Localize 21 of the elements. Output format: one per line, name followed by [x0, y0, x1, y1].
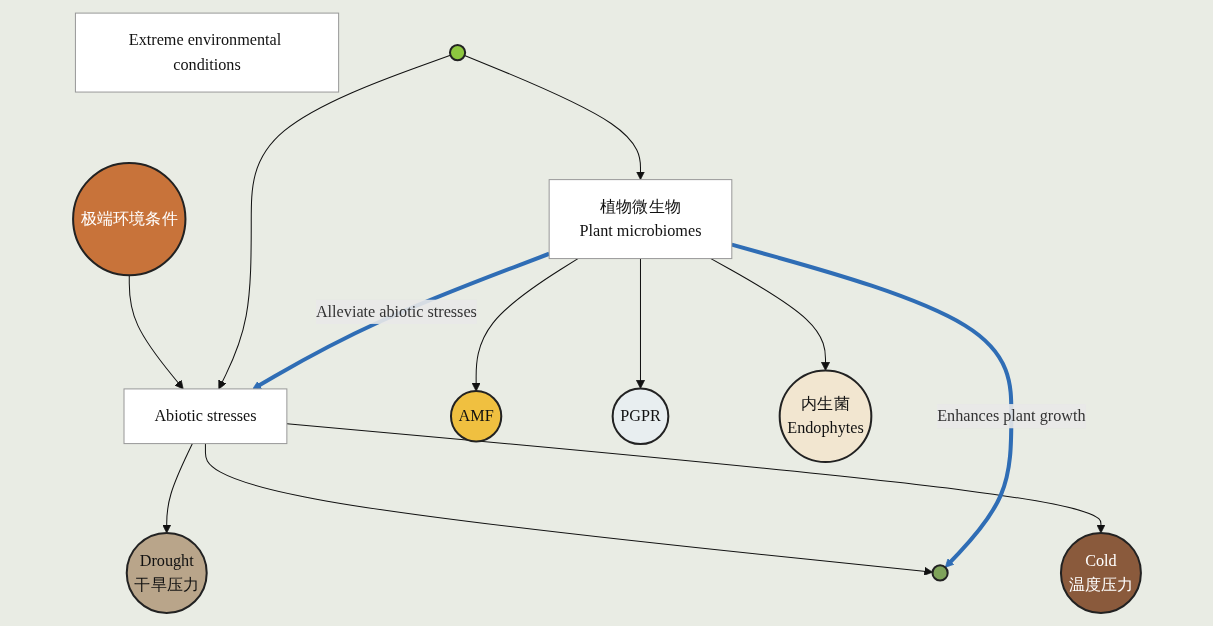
- node-circle: 极端环境条件: [71, 161, 186, 277]
- node-circle: Drought 干旱压力: [125, 531, 208, 614]
- arrow: [204, 443, 933, 576]
- arrow: [251, 251, 550, 390]
- edge-label: Enhances plant growth: [936, 407, 1086, 425]
- node-box: Extreme environmental conditions: [74, 12, 339, 93]
- arrow: [471, 258, 578, 392]
- arrow: [217, 54, 451, 390]
- node-circle: AMF: [449, 390, 502, 443]
- node-circle: PGPR: [611, 387, 669, 446]
- node-circle: Cold 温度压力: [1059, 531, 1142, 614]
- node-box: 植物微生物 Plant microbiomes: [548, 179, 732, 260]
- node-box: Abiotic stresses: [123, 388, 287, 445]
- arrow: [463, 54, 645, 180]
- edge-label: Alleviate abiotic stresses: [315, 302, 477, 320]
- arrow: [709, 258, 830, 371]
- node-circle: 内生菌 Endophytes: [778, 369, 872, 464]
- arrow: [161, 443, 193, 534]
- arrow: [635, 258, 645, 389]
- node-circle: [448, 43, 466, 62]
- node-circle: [931, 564, 949, 582]
